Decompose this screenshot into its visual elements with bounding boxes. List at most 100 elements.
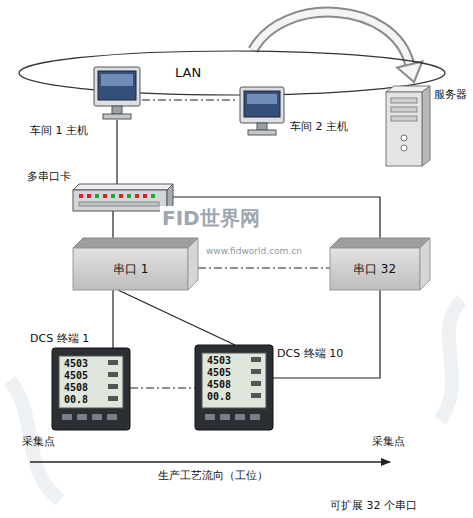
led (135, 194, 139, 198)
server-button (401, 135, 407, 141)
meter-shape (52, 348, 130, 430)
meter-node: DCS 终端 10 (195, 345, 273, 430)
computer-node: 车间 2 主机 (238, 86, 286, 136)
led (95, 194, 99, 198)
connector (113, 211, 114, 238)
card-front (73, 190, 167, 211)
led (111, 194, 115, 198)
connector (118, 290, 235, 345)
watermark: www.fidworld.com.cn (204, 246, 304, 257)
box-top (330, 238, 430, 248)
screen (244, 91, 280, 117)
watermark: FID世界网 (160, 206, 262, 230)
meter-bar (108, 360, 118, 365)
connector-line (112, 290, 113, 348)
meter-reading: 4503 (64, 358, 88, 370)
meter-reading: 4503 (207, 355, 231, 367)
led (151, 194, 155, 198)
connector (117, 120, 118, 184)
meter-frame (52, 348, 130, 430)
box-side (420, 238, 430, 290)
led (143, 194, 147, 198)
card-shape (73, 184, 173, 211)
box3d-node: 串口 32 (330, 238, 430, 290)
meter-node: DCS 终端 1 (52, 348, 130, 430)
monitor-stand (257, 123, 267, 130)
node-label: 车间 1 主机 (30, 124, 88, 137)
node-label: 服务器 (434, 88, 467, 101)
meter-bar (251, 357, 261, 362)
box3d-node: 串口 1 (73, 238, 198, 290)
note-label: 采集点 (22, 435, 55, 448)
process-flow-arrow (30, 461, 390, 463)
connector-line (130, 387, 195, 388)
meter-lcd (202, 353, 266, 408)
ellipse-shape (18, 50, 446, 96)
connector-line (198, 267, 330, 268)
meter-reading: 4508 (207, 379, 231, 391)
monitor (240, 87, 284, 123)
screen (98, 71, 136, 100)
node-label: 串口 1 (113, 262, 148, 276)
note-label: 采集点 (372, 435, 405, 448)
computer-node: 车间 1 主机 (92, 66, 142, 120)
drive-bay (391, 107, 417, 112)
node-label: DCS 终端 1 (30, 332, 89, 345)
monitor (94, 67, 140, 106)
meter-reading: 4508 (64, 382, 88, 394)
node-label: DCS 终端 10 (277, 347, 343, 360)
monitor-stand (112, 106, 122, 114)
meter-button (77, 414, 87, 420)
monitor-base (248, 130, 276, 135)
node-label: 车间 2 主机 (290, 120, 348, 133)
meter-button (205, 414, 215, 420)
card-node: 多串口卡 (73, 184, 173, 211)
connector (142, 100, 238, 101)
led (103, 194, 107, 198)
meter-button (107, 414, 117, 420)
meter-shape (195, 345, 273, 430)
node-label: 多串口卡 (27, 170, 71, 183)
connector-line (273, 290, 380, 378)
led (127, 194, 131, 198)
server-node: 服务器 (382, 86, 430, 166)
connector-line (112, 211, 113, 238)
box-front (73, 248, 188, 290)
box-side (188, 238, 198, 290)
connector (198, 268, 330, 269)
meter-button (250, 414, 260, 420)
meter-bar (251, 381, 261, 386)
server-button (401, 145, 407, 151)
meter-reading: 00.8 (64, 394, 88, 406)
meter-button (220, 414, 230, 420)
curved-arrow-outline (253, 12, 410, 64)
node-label: LAN (175, 65, 201, 81)
connector (130, 388, 195, 389)
connector (273, 290, 380, 378)
watermark-swirl (440, 300, 462, 420)
connector-line (116, 120, 117, 184)
drive-bay (391, 98, 417, 103)
card-top (73, 184, 173, 190)
curved-arrow-body (253, 12, 410, 64)
meter-reading: 4505 (64, 370, 88, 382)
connector (113, 290, 114, 348)
meter-reading: 00.8 (207, 391, 231, 403)
led (119, 194, 123, 198)
meter-button (92, 414, 102, 420)
server-side (422, 86, 430, 166)
meter-lcd (59, 356, 123, 408)
meter-button (62, 414, 72, 420)
screen-glare (101, 74, 133, 86)
computer-shape (238, 86, 286, 136)
meter-reading: 4505 (207, 367, 231, 379)
meter-frame (195, 345, 273, 430)
screen-glare (247, 94, 277, 104)
meter-bar (108, 396, 118, 401)
connector-line (142, 99, 238, 100)
meter-bar (108, 372, 118, 377)
drive-bay (391, 116, 417, 121)
computer-shape (92, 66, 142, 120)
meter-bar (108, 384, 118, 389)
